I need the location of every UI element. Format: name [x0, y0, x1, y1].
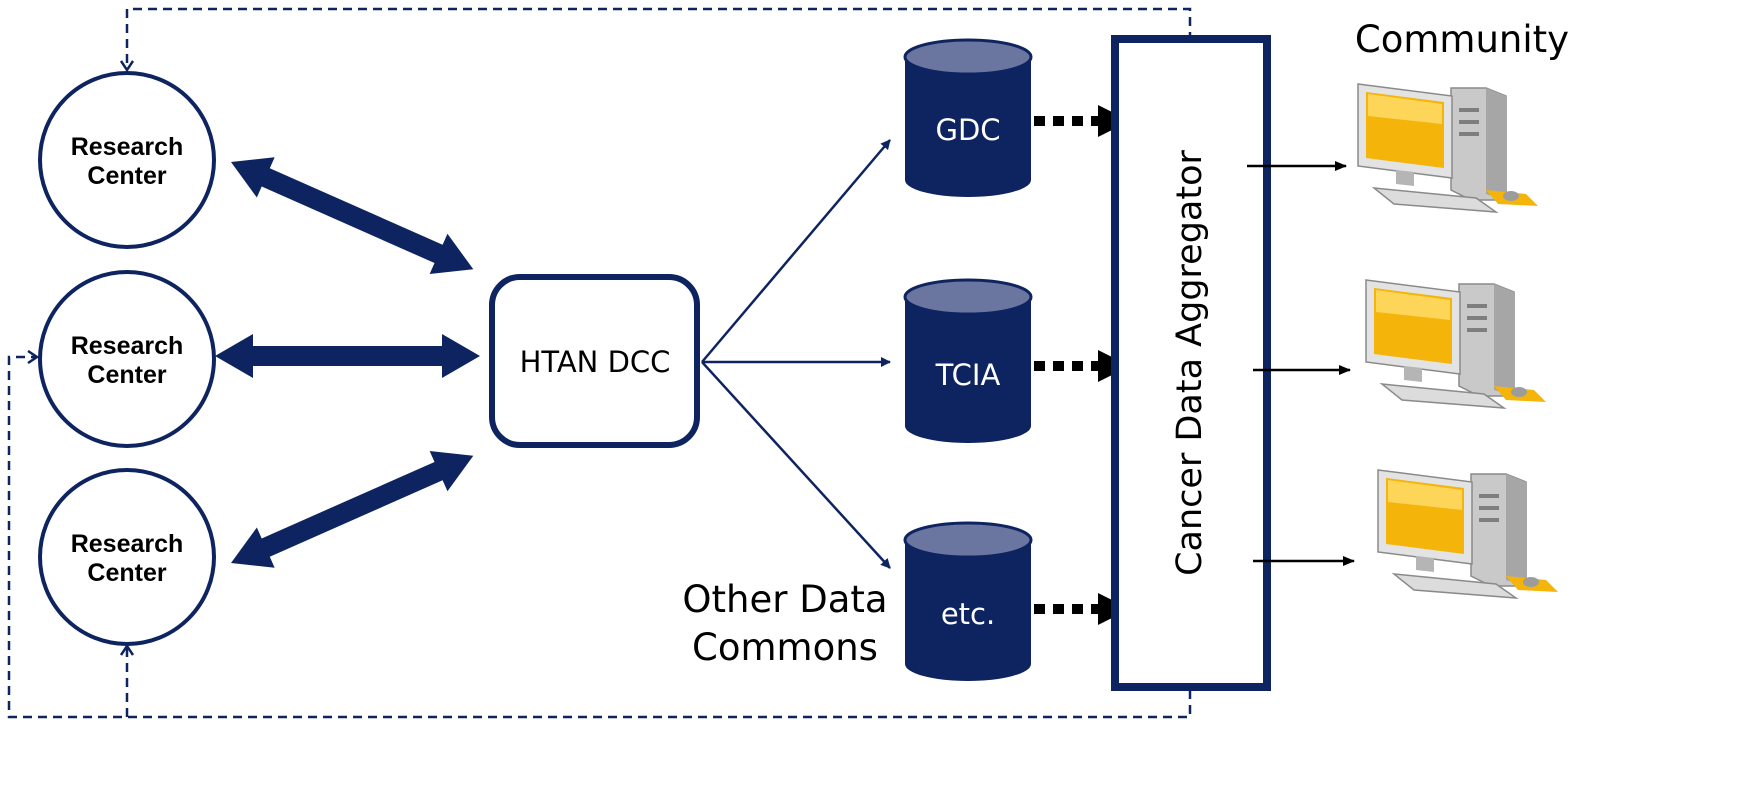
research-center-2-line2: Center	[87, 361, 166, 389]
feedback-loop-bottom	[7, 357, 1192, 719]
other-data-commons-line1: Other Data	[682, 578, 887, 621]
research-center-1-line1: Research	[71, 133, 184, 161]
bidirectional-arrow-3	[231, 450, 474, 568]
research-center-2: Research Center	[38, 270, 216, 448]
other-data-commons-label: Other Data Commons	[682, 578, 887, 669]
desktop-computer-icon	[1377, 469, 1559, 599]
bidirectional-arrow-2	[215, 334, 480, 378]
database-tcia-label: TCIA	[935, 358, 1001, 392]
cancer-data-aggregator-label: Cancer Data Aggregator	[1170, 150, 1210, 576]
desktop-computer-icon	[1365, 279, 1547, 409]
htan-dcc-box: HTAN DCC	[489, 274, 700, 448]
htan-dcc-label: HTAN DCC	[520, 345, 671, 379]
database-tcia: TCIA	[903, 278, 1033, 443]
research-center-2-line1: Research	[71, 332, 184, 360]
aggregator-to-community-arrows	[1247, 161, 1355, 566]
cancer-data-aggregator-box: Cancer Data Aggregator	[1111, 35, 1271, 691]
research-center-1: Research Center	[38, 71, 216, 249]
research-center-3-line1: Research	[71, 530, 184, 558]
database-etc: etc.	[903, 521, 1033, 681]
research-center-3-line2: Center	[87, 559, 166, 587]
research-center-1-line2: Center	[87, 162, 166, 190]
other-data-commons-line2: Commons	[692, 626, 878, 669]
desktop-computer-icon	[1357, 83, 1539, 213]
database-etc-label: etc.	[941, 597, 995, 631]
research-center-3: Research Center	[38, 468, 216, 646]
community-label: Community	[1355, 18, 1569, 61]
database-gdc-label: GDC	[935, 113, 1000, 147]
database-gdc: GDC	[903, 38, 1033, 197]
bidirectional-arrow-1	[231, 157, 474, 275]
hub-to-db-arrows	[701, 139, 891, 569]
